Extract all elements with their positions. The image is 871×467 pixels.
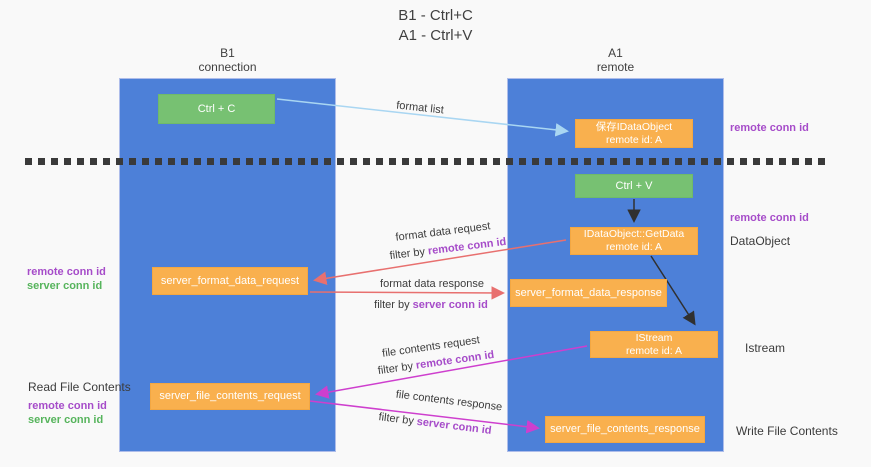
istream-line1: IStream <box>635 331 673 344</box>
format-data-response-label: format data response <box>380 278 484 290</box>
lane-a1-name: A1 <box>608 46 623 60</box>
dataobject-annotation: DataObject <box>730 234 791 248</box>
file-contents-response-label: file contents response <box>395 389 503 414</box>
filter-by-server-conn-id-label-2: filter by server conn id <box>378 411 492 437</box>
filter-by-text: filter by <box>389 245 426 263</box>
left-remote-conn-id-2: remote conn id <box>28 400 107 412</box>
server-format-data-request-label: server_format_data_request <box>160 274 300 287</box>
idataobject-getdata-line2: remote id: A <box>605 241 663 253</box>
title-line-2: A1 - Ctrl+V <box>398 27 473 44</box>
left-remote-conn-id-1: remote conn id <box>27 266 106 278</box>
server-format-data-response-label: server_format_data_response <box>515 286 662 299</box>
file-contents-response-text: file contents response <box>395 388 503 414</box>
filter-by-text: filter by <box>377 411 415 428</box>
server-file-contents-request-label: server_file_contents_request <box>159 390 301 402</box>
ctrl-v-label: Ctrl + V <box>615 179 653 192</box>
session-divider-dashed-line <box>25 158 830 165</box>
server-file-contents-response-label: server_file_contents_response <box>550 423 700 435</box>
istream-annotation: Istream <box>745 341 786 355</box>
format-list-text: format list <box>395 99 445 117</box>
ctrl-c-label: Ctrl + C <box>197 102 236 115</box>
read-file-contents-annotation: Read File Contents <box>28 380 131 394</box>
idataobject-getdata-box: IDataObject::GetData remote id: A <box>570 227 698 255</box>
server-conn-id-text: server conn id <box>412 299 488 311</box>
ctrl-c-box: Ctrl + C <box>158 94 275 124</box>
format-data-response-text: format data response <box>380 278 484 290</box>
filter-by-text: filter by <box>377 360 414 378</box>
idataobject-getdata-line1: IDataObject::GetData <box>583 228 685 240</box>
left-server-conn-id-2: server conn id <box>28 414 104 426</box>
diagram-title: B1 - Ctrl+C A1 - Ctrl+V <box>0 6 871 46</box>
ctrl-v-box: Ctrl + V <box>575 174 693 198</box>
lane-b1-name: B1 <box>220 46 235 60</box>
server-file-contents-request-box: server_file_contents_request <box>150 383 310 410</box>
server-format-data-response-box: server_format_data_response <box>510 279 667 307</box>
server-file-contents-response-box: server_file_contents_response <box>545 416 705 443</box>
remote-conn-id-annotation-top: remote conn id <box>730 122 809 134</box>
remote-conn-id-annotation-mid: remote conn id <box>730 212 809 224</box>
lane-b1-role: connection <box>198 60 257 74</box>
istream-line2: remote id: A <box>625 344 683 357</box>
save-idataobject-line1: 保存IDataObject <box>595 120 673 133</box>
format-data-response-arrow <box>309 286 505 300</box>
istream-box: IStream remote id: A <box>590 331 718 358</box>
lane-a1-role: remote <box>596 60 635 74</box>
remote-conn-id-text: remote conn id <box>427 235 507 258</box>
server-format-data-request-box: server_format_data_request <box>152 267 308 295</box>
lane-header-b1: B1 connection <box>119 46 336 74</box>
title-line-1: B1 - Ctrl+C <box>398 7 473 24</box>
lane-header-a1: A1 remote <box>507 46 724 74</box>
write-file-contents-annotation: Write File Contents <box>736 424 838 438</box>
filter-by-text: filter by <box>374 299 410 311</box>
save-idataobject-box: 保存IDataObject remote id: A <box>575 119 693 148</box>
format-list-label: format list <box>396 100 445 117</box>
left-server-conn-id-1: server conn id <box>27 280 103 292</box>
server-conn-id-text: server conn id <box>416 415 493 437</box>
filter-by-server-conn-id-label-1: filter by server conn id <box>374 299 488 311</box>
save-idataobject-line2: remote id: A <box>605 133 663 146</box>
